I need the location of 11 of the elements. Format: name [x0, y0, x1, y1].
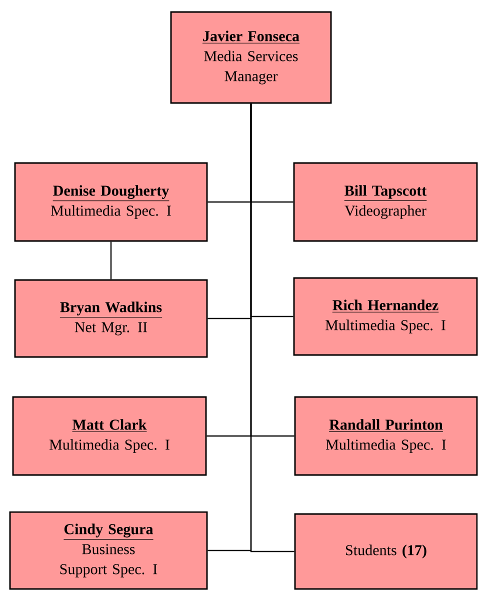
connector-line: [250, 104, 294, 552]
person-box: Cindy Segura Business Support Spec. I: [9, 511, 208, 590]
person-box: Matt Clark Multimedia Spec. I: [12, 396, 207, 476]
person-box: Bryan Wadkins Net Mgr. II: [14, 279, 208, 358]
person-box: Rich Hernandez Multimedia Spec. I: [293, 277, 478, 356]
person-box: Bill Tapscott Videographer: [293, 162, 478, 242]
person-box: Students (17): [294, 513, 478, 590]
person-box: Randall Purinton Multimedia Spec. I: [294, 396, 478, 476]
person-box: Javier Fonseca Media Services Manager: [170, 11, 332, 104]
connector-line: [110, 242, 112, 280]
person-box: Denise Dougherty Multimedia Spec. I: [14, 162, 208, 242]
